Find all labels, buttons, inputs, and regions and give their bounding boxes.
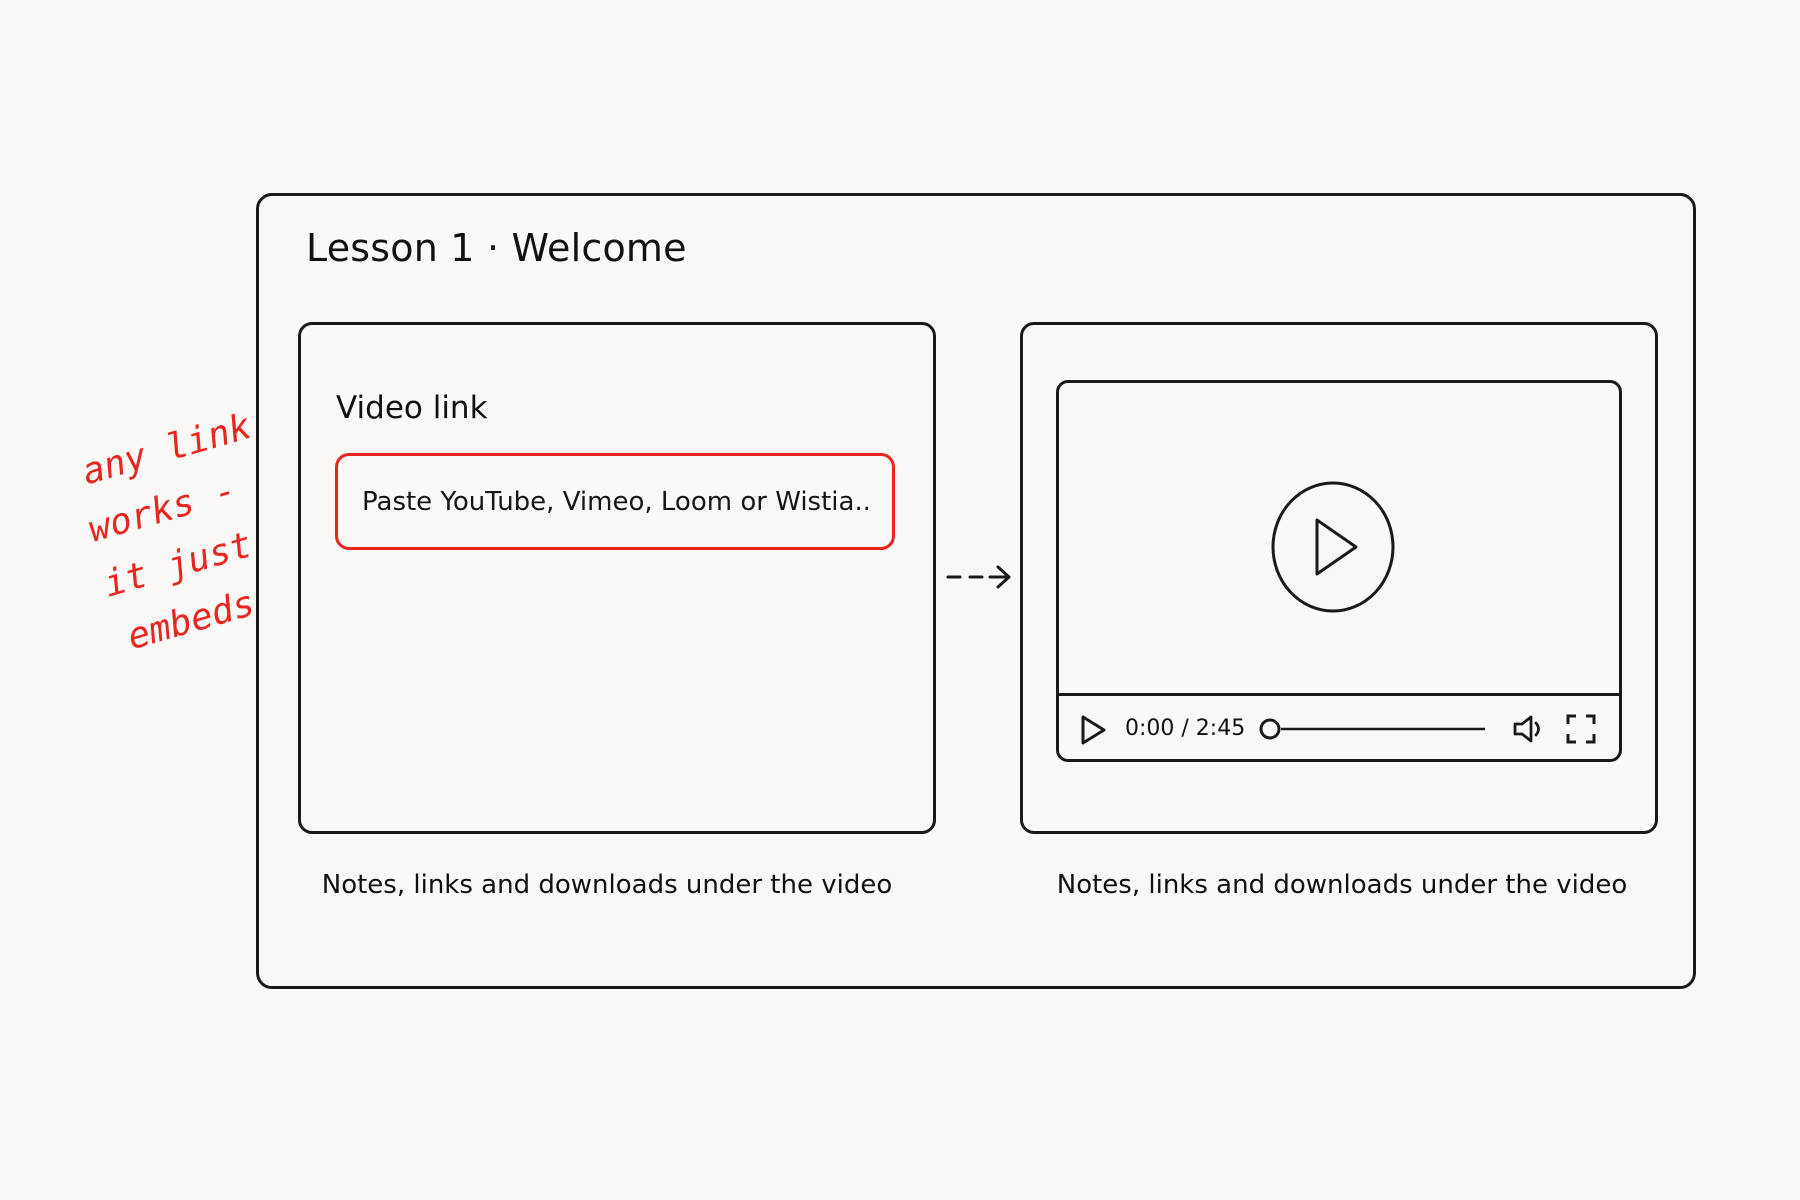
fullscreen-icon[interactable] bbox=[1565, 713, 1597, 745]
play-icon[interactable] bbox=[1079, 714, 1107, 746]
video-link-label: Video link bbox=[336, 390, 488, 426]
time-display: 0:00 / 2:45 bbox=[1125, 716, 1246, 741]
arrow-right-icon bbox=[946, 565, 1011, 589]
preview-panel bbox=[1020, 322, 1658, 834]
lesson-card bbox=[256, 193, 1696, 989]
editor-panel bbox=[298, 322, 936, 834]
player-controls: 0:00 / 2:45 bbox=[1059, 696, 1619, 759]
video-player: 0:00 / 2:45 bbox=[1056, 380, 1622, 762]
seek-handle bbox=[1259, 718, 1281, 740]
editor-caption: Notes, links and downloads under the vid… bbox=[321, 870, 893, 900]
play-icon[interactable] bbox=[1270, 480, 1396, 614]
page-title: Lesson 1 · Welcome bbox=[306, 226, 687, 270]
seek-slider[interactable] bbox=[1259, 716, 1489, 742]
video-link-input[interactable] bbox=[335, 453, 895, 550]
volume-icon[interactable] bbox=[1512, 714, 1546, 744]
preview-caption: Notes, links and downloads under the vid… bbox=[1056, 870, 1628, 900]
video-screen[interactable] bbox=[1059, 383, 1619, 696]
